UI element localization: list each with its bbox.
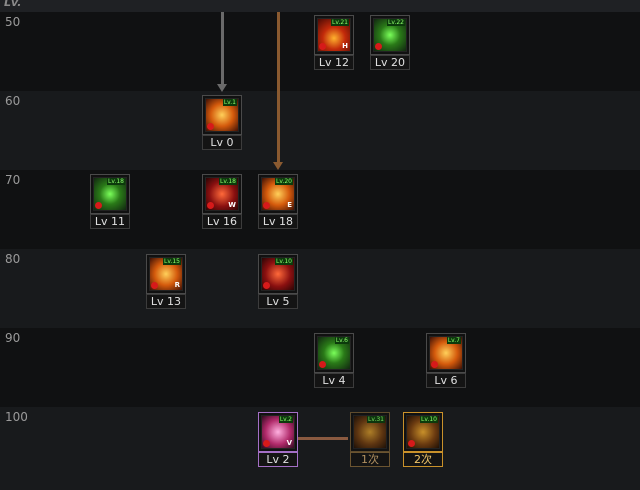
skill-icon-frame[interactable]: Lv.22 (370, 15, 410, 55)
hotkey-letter: W (228, 201, 236, 209)
skill-req-level-badge: Lv.18 (107, 178, 125, 185)
skill-req-level-badge: Lv.20 (275, 178, 293, 185)
skill-icon-frame[interactable]: Lv.6 (314, 333, 354, 373)
prereq-arrow-gray-head (217, 84, 227, 92)
skill-level-label: Lv 5 (258, 294, 298, 309)
row-label-50: 50 (5, 15, 21, 29)
skill-slot[interactable]: Lv.6 Lv 4 (314, 333, 354, 388)
fire-ring-icon: Lv.15 R (149, 257, 183, 291)
alert-dot-icon (408, 440, 415, 447)
row-band-60 (0, 91, 640, 170)
alert-dot-icon (263, 202, 270, 209)
alert-dot-icon (263, 282, 270, 289)
skill-slot[interactable]: Lv.7 Lv 6 (426, 333, 466, 388)
cannon-icon: Lv.18 (93, 177, 127, 211)
atom-orbit-icon: Lv.10 (406, 415, 440, 449)
row-band-100 (0, 407, 640, 490)
skill-icon-frame[interactable]: Lv.20 E (258, 174, 298, 214)
alert-dot-icon (431, 361, 438, 368)
skill-req-level-badge: Lv.7 (446, 337, 461, 344)
level-column-header: Lv. (4, 0, 22, 9)
awakened-figure-icon: Lv.2 V (261, 415, 295, 449)
skill-level-label: Lv 0 (202, 135, 242, 150)
awakening-stage-2[interactable]: Lv.10 2次 (403, 412, 443, 467)
alert-dot-icon (151, 282, 158, 289)
skill-level-label: Lv 20 (370, 55, 410, 70)
prereq-arrow-brown-head (273, 162, 283, 170)
skill-req-level-badge: Lv.31 (367, 416, 385, 423)
spider-demon-icon: Lv.18 W (205, 177, 239, 211)
skill-req-level-badge: Lv.10 (420, 416, 438, 423)
skill-slot-selected[interactable]: Lv.2 V Lv 2 (258, 412, 298, 467)
prereq-arrow-brown-line (277, 12, 280, 164)
hotkey-letter: R (174, 281, 180, 289)
skill-slot[interactable]: Lv.15 R Lv 13 (146, 254, 186, 309)
skill-icon-frame[interactable]: Lv.2 V (258, 412, 298, 452)
skill-icon-frame[interactable]: Lv.10 (258, 254, 298, 294)
skill-req-level-badge: Lv.15 (163, 258, 181, 265)
skill-req-level-badge: Lv.2 (278, 416, 293, 423)
alert-dot-icon (207, 123, 214, 130)
skill-level-label: Lv 13 (146, 294, 186, 309)
skill-icon-frame[interactable]: Lv.18 W (202, 174, 242, 214)
flame-pillar-icon: Lv.31 (353, 415, 387, 449)
awakening-stage-label: 1次 (350, 452, 390, 467)
fire-swirl-icon: Lv.1 (205, 98, 239, 132)
row-label-70: 70 (5, 173, 21, 187)
hotkey-letter: V (286, 439, 292, 447)
skill-icon-frame[interactable]: Lv.7 (426, 333, 466, 373)
skill-icon-frame[interactable]: Lv.15 R (146, 254, 186, 294)
skill-icon-frame[interactable]: Lv.21 H (314, 15, 354, 55)
skill-icon-frame[interactable]: Lv.1 (202, 95, 242, 135)
skill-slot[interactable]: Lv.18 Lv 11 (90, 174, 130, 229)
skill-req-level-badge: Lv.22 (387, 19, 405, 26)
hotkey-letter: H (342, 42, 348, 50)
alert-dot-icon (207, 202, 214, 209)
skill-level-label: Lv 4 (314, 373, 354, 388)
skill-slot[interactable]: Lv.10 Lv 5 (258, 254, 298, 309)
prereq-arrow-gray-line (221, 12, 224, 86)
row-label-90: 90 (5, 331, 21, 345)
alert-dot-icon (95, 202, 102, 209)
row-label-60: 60 (5, 94, 21, 108)
skill-level-label: Lv 11 (90, 214, 130, 229)
row-band-80 (0, 249, 640, 328)
skill-slot[interactable]: Lv.1 Lv 0 (202, 95, 242, 150)
skill-icon-frame[interactable]: Lv.10 (403, 412, 443, 452)
alert-dot-icon (319, 361, 326, 368)
buff-up-icon: Lv.6 (317, 336, 351, 370)
beast-summon-icon: Lv.22 (373, 18, 407, 52)
skill-req-level-badge: Lv.18 (219, 178, 237, 185)
skill-level-label: Lv 6 (426, 373, 466, 388)
awakening-stage-1[interactable]: Lv.31 1次 (350, 412, 390, 467)
skill-req-level-badge: Lv.6 (334, 337, 349, 344)
heavy-cannon-icon: Lv.7 (429, 336, 463, 370)
alert-dot-icon (375, 43, 382, 50)
skill-req-level-badge: Lv.10 (275, 258, 293, 265)
skill-level-label: Lv 18 (258, 214, 298, 229)
alert-dot-icon (319, 43, 326, 50)
skill-level-label: Lv 2 (258, 452, 298, 467)
row-label-80: 80 (5, 252, 21, 266)
skill-slot[interactable]: Lv.20 E Lv 18 (258, 174, 298, 229)
gatling-icon: Lv.20 E (261, 177, 295, 211)
flame-pillar-icon: Lv.21 H (317, 18, 351, 52)
skill-icon-frame[interactable]: Lv.31 (350, 412, 390, 452)
awakening-stage-label: 2次 (403, 452, 443, 467)
skill-req-level-badge: Lv.21 (331, 19, 349, 26)
alert-dot-icon (263, 440, 270, 447)
skill-slot[interactable]: Lv.18 W Lv 16 (202, 174, 242, 229)
skill-slot[interactable]: Lv.21 H Lv 12 (314, 15, 354, 70)
atom-orbit-icon: Lv.10 (261, 257, 295, 291)
hotkey-letter: E (287, 201, 292, 209)
skill-level-label: Lv 16 (202, 214, 242, 229)
skill-icon-frame[interactable]: Lv.18 (90, 174, 130, 214)
level-header-strip (0, 0, 640, 12)
row-label-100: 100 (5, 410, 28, 424)
skill-req-level-badge: Lv.1 (222, 99, 237, 106)
skill-slot[interactable]: Lv.22 Lv 20 (370, 15, 410, 70)
awakening-connector (298, 437, 348, 440)
skill-level-label: Lv 12 (314, 55, 354, 70)
